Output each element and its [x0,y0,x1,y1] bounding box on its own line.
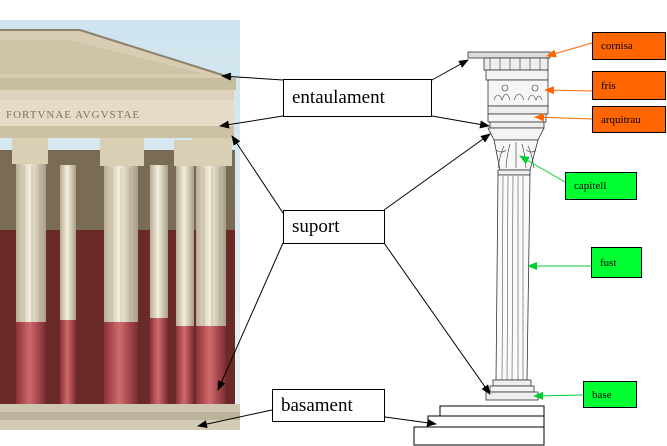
label-entaulament: entaulament [283,79,432,117]
arrow-suport-temple-top [231,135,284,214]
label-capitell: capitell [565,172,637,200]
label-fris: fris [592,71,666,100]
arrow-basament-steps [384,416,437,427]
arrow-arquitrau [534,113,593,122]
arrow-base [533,391,584,400]
temple-illustration: FORTVNAE AVGVSTAE [0,20,240,430]
arrow-suport-temple-bottom [217,242,284,391]
label-arquitrau: arquitrau [592,106,666,133]
arrow-cornisa [546,42,593,58]
arrow-entaulament-temple-architrave [219,115,284,129]
arrow-entaulament-temple-pediment [221,72,284,81]
arrow-entaulament-column-cornice [431,59,469,81]
label-fust: fust [591,247,642,278]
label-base: base [583,381,637,408]
arrow-entaulament-column-architrave [431,115,490,129]
stylobate-steps [413,405,545,446]
label-basament: basament [272,389,385,422]
label-suport: suport [283,210,385,244]
temple-inscription: FORTVNAE AVGVSTAE [6,109,140,121]
arrow-fris [544,86,593,95]
arrow-capitell [519,155,566,183]
arrow-basament-temple [197,409,273,429]
column-elevation [467,51,551,401]
label-cornisa: cornisa [592,32,666,60]
arrow-suport-column-top [383,133,491,211]
arrow-suport-column-bottom [383,242,491,395]
